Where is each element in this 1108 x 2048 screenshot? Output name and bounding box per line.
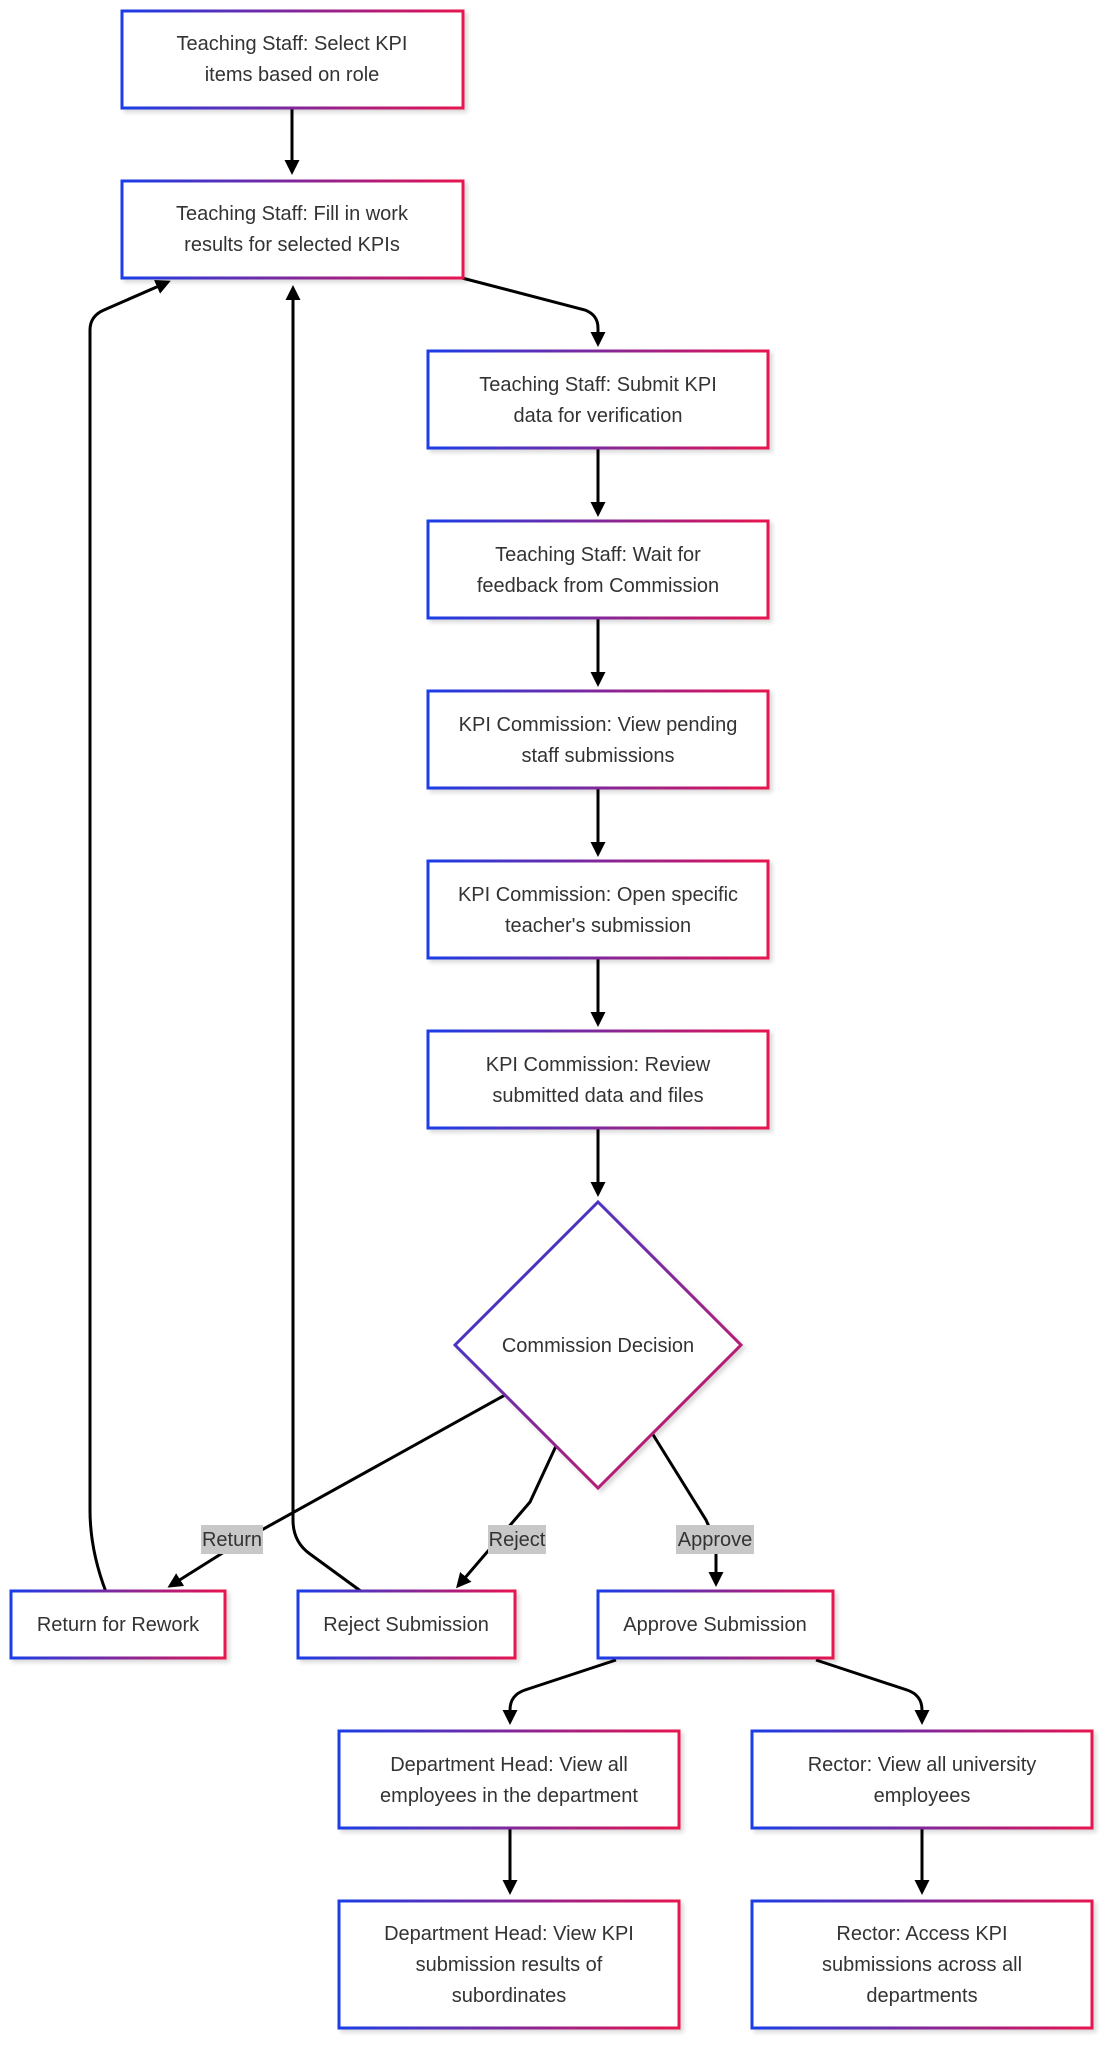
- reject-label: Reject: [488, 1525, 546, 1554]
- node-wait-feedback[interactable]: Teaching Staff: Wait for feedback from C…: [426, 519, 770, 620]
- edge-decision-to-return: [167, 1393, 506, 1588]
- node-dept-head-view-kpi-line3: subordinates: [452, 1985, 567, 2007]
- node-fill-results-line2: results for selected KPIs: [184, 234, 400, 256]
- node-wait-feedback-line1: Teaching Staff: Wait for: [495, 544, 701, 566]
- node-fill-results[interactable]: Teaching Staff: Fill in work results for…: [120, 179, 465, 280]
- node-submit-kpi-line1: Teaching Staff: Submit KPI: [479, 374, 717, 396]
- return-label: Return: [201, 1525, 263, 1554]
- node-view-pending-line2: staff submissions: [521, 745, 674, 767]
- node-wait-feedback-line2: feedback from Commission: [477, 575, 719, 597]
- reject-label-text: Reject: [489, 1529, 546, 1551]
- node-select-kpi-line1: Teaching Staff: Select KPI: [177, 33, 408, 55]
- return-label-text: Return: [202, 1529, 262, 1551]
- edge-reject-to-fill: [285, 285, 363, 1594]
- node-view-pending[interactable]: KPI Commission: View pending staff submi…: [426, 689, 770, 790]
- node-dept-head-view-all-line1: Department Head: View all: [390, 1754, 628, 1776]
- edges: [88, 108, 930, 1895]
- node-rector-view-all-line2: employees: [874, 1785, 971, 1807]
- edge-decision-to-approve: [650, 1432, 724, 1587]
- node-rector-access-kpi-line3: departments: [866, 1985, 977, 2007]
- node-review-data-line1: KPI Commission: Review: [486, 1054, 711, 1076]
- edge-decision-to-reject: [456, 1445, 558, 1589]
- node-review-data-line2: submitted data and files: [492, 1085, 703, 1107]
- edge-approve-to-rector: [815, 1658, 930, 1725]
- approve-label: Approve: [676, 1525, 754, 1554]
- node-dept-head-view-kpi[interactable]: Department Head: View KPI submission res…: [337, 1899, 681, 2030]
- node-open-submission-line1: KPI Commission: Open specific: [458, 884, 738, 906]
- edge-return-to-fill: [88, 279, 171, 1593]
- node-open-submission-line2: teacher's submission: [505, 915, 691, 937]
- edge-approve-to-depthead: [502, 1658, 617, 1725]
- node-decision-label: Commission Decision: [502, 1335, 694, 1357]
- node-rector-access-kpi-line1: Rector: Access KPI: [836, 1923, 1007, 1945]
- node-select-kpi[interactable]: Teaching Staff: Select KPI items based o…: [120, 9, 465, 110]
- node-return-rework[interactable]: Return for Rework: [9, 1589, 227, 1660]
- node-dept-head-view-kpi-line2: submission results of: [416, 1954, 603, 1976]
- node-decision[interactable]: Commission Decision: [452, 1199, 744, 1491]
- node-select-kpi-line2: items based on role: [205, 64, 380, 86]
- node-reject[interactable]: Reject Submission: [296, 1589, 517, 1660]
- node-submit-kpi-line2: data for verification: [514, 405, 683, 427]
- node-review-data[interactable]: KPI Commission: Review submitted data an…: [426, 1029, 770, 1130]
- node-rector-view-all[interactable]: Rector: View all university employees: [750, 1729, 1094, 1830]
- node-rector-view-all-line1: Rector: View all university: [808, 1754, 1037, 1776]
- node-rector-access-kpi[interactable]: Rector: Access KPI submissions across al…: [750, 1899, 1094, 2030]
- node-open-submission[interactable]: KPI Commission: Open specific teacher's …: [426, 859, 770, 960]
- node-approve[interactable]: Approve Submission: [596, 1589, 835, 1660]
- edge-labels: Return Reject Approve: [201, 1525, 754, 1554]
- node-reject-label: Reject Submission: [323, 1614, 489, 1636]
- edge-fill-to-submit: [461, 276, 606, 347]
- node-view-pending-line1: KPI Commission: View pending: [459, 714, 738, 736]
- node-return-rework-label: Return for Rework: [37, 1614, 200, 1636]
- nodes: Teaching Staff: Select KPI items based o…: [9, 9, 1094, 2030]
- approve-label-text: Approve: [678, 1529, 753, 1551]
- node-rector-access-kpi-line2: submissions across all: [822, 1954, 1022, 1976]
- node-fill-results-line1: Teaching Staff: Fill in work: [176, 203, 409, 225]
- node-dept-head-view-kpi-line1: Department Head: View KPI: [384, 1923, 634, 1945]
- node-dept-head-view-all[interactable]: Department Head: View all employees in t…: [337, 1729, 681, 1830]
- node-dept-head-view-all-line2: employees in the department: [380, 1785, 638, 1807]
- node-approve-label: Approve Submission: [623, 1614, 806, 1636]
- node-submit-kpi[interactable]: Teaching Staff: Submit KPI data for veri…: [426, 349, 770, 450]
